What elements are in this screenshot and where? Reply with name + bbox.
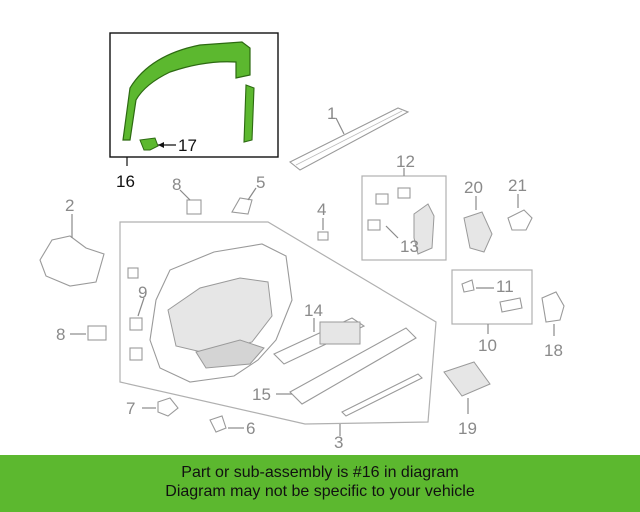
part-11-screw[interactable] xyxy=(461,279,475,293)
part-7-retainer[interactable] xyxy=(157,397,179,417)
callout-19[interactable]: 19 xyxy=(458,419,477,438)
trim-panel-inner xyxy=(167,277,273,355)
part-12-clip-b[interactable] xyxy=(397,187,411,199)
highlight-box-16 xyxy=(109,32,279,158)
banner-line-2: Diagram may not be specific to your vehi… xyxy=(165,483,475,500)
group-3-outline xyxy=(119,221,437,425)
callout-8-top[interactable]: 8 xyxy=(172,175,181,194)
banner-line-1: Part or sub-assembly is #16 in diagram xyxy=(181,464,459,481)
callout-15[interactable]: 15 xyxy=(252,385,271,404)
part-12-clip-a[interactable] xyxy=(375,193,389,205)
callout-7[interactable]: 7 xyxy=(126,399,135,418)
part-1-sill-strip[interactable] xyxy=(288,107,410,171)
callout-9[interactable]: 9 xyxy=(138,283,147,302)
callout-2[interactable]: 2 xyxy=(65,196,74,215)
info-banner: Part or sub-assembly is #16 in diagram D… xyxy=(0,455,640,512)
part-18-clip[interactable] xyxy=(541,291,565,323)
part-16-weatherstrip[interactable] xyxy=(122,41,251,141)
callout-4[interactable]: 4 xyxy=(317,200,326,219)
part-12-handle[interactable] xyxy=(413,203,435,255)
callout-11[interactable]: 11 xyxy=(496,277,514,296)
part-14-switch-panel[interactable] xyxy=(319,321,361,345)
callout-20[interactable]: 20 xyxy=(464,178,483,197)
callout-14[interactable]: 14 xyxy=(304,301,323,320)
part-10-strip[interactable] xyxy=(499,297,523,313)
parts-diagram: 17 16 1 2 8 5 4 3 9 14 15 8 7 6 xyxy=(39,32,565,452)
callout-21[interactable]: 21 xyxy=(508,176,527,195)
part-clip-a[interactable] xyxy=(127,267,139,279)
callout-8-left[interactable]: 8 xyxy=(56,325,65,344)
callout-10[interactable]: 10 xyxy=(478,336,497,355)
part-13-clip[interactable] xyxy=(367,219,381,231)
callout-6[interactable]: 6 xyxy=(246,419,255,438)
part-17-clip[interactable] xyxy=(139,137,159,151)
callout-17[interactable]: 17 xyxy=(178,136,197,155)
part-2-bracket[interactable] xyxy=(39,235,105,287)
part-19-switch[interactable] xyxy=(443,361,491,397)
group-10-box xyxy=(451,269,533,325)
part-5-clip[interactable] xyxy=(231,197,253,215)
part-21-bezel[interactable] xyxy=(507,209,533,231)
callout-18[interactable]: 18 xyxy=(544,341,563,360)
leader-1 xyxy=(335,117,345,135)
part-4-screw[interactable] xyxy=(317,231,329,241)
part-3-lower-strip[interactable] xyxy=(341,373,423,417)
callout-16[interactable]: 16 xyxy=(116,172,135,191)
part-15-armrest[interactable] xyxy=(289,327,417,405)
part-16-rear-strip[interactable] xyxy=(243,84,255,143)
callout-3[interactable]: 3 xyxy=(334,433,343,452)
part-clip-b[interactable] xyxy=(129,347,143,361)
callout-1[interactable]: 1 xyxy=(327,104,336,123)
callout-12[interactable]: 12 xyxy=(396,152,415,171)
part-6-push-pin[interactable] xyxy=(209,415,227,433)
part-9-clip[interactable] xyxy=(129,317,143,331)
callout-13[interactable]: 13 xyxy=(400,237,419,256)
part-8-clip-top[interactable] xyxy=(186,199,202,215)
part-20-handle[interactable] xyxy=(463,211,493,253)
part-8-clip-left[interactable] xyxy=(87,325,107,341)
callout-5[interactable]: 5 xyxy=(256,173,265,192)
arrow-17 xyxy=(158,142,164,148)
